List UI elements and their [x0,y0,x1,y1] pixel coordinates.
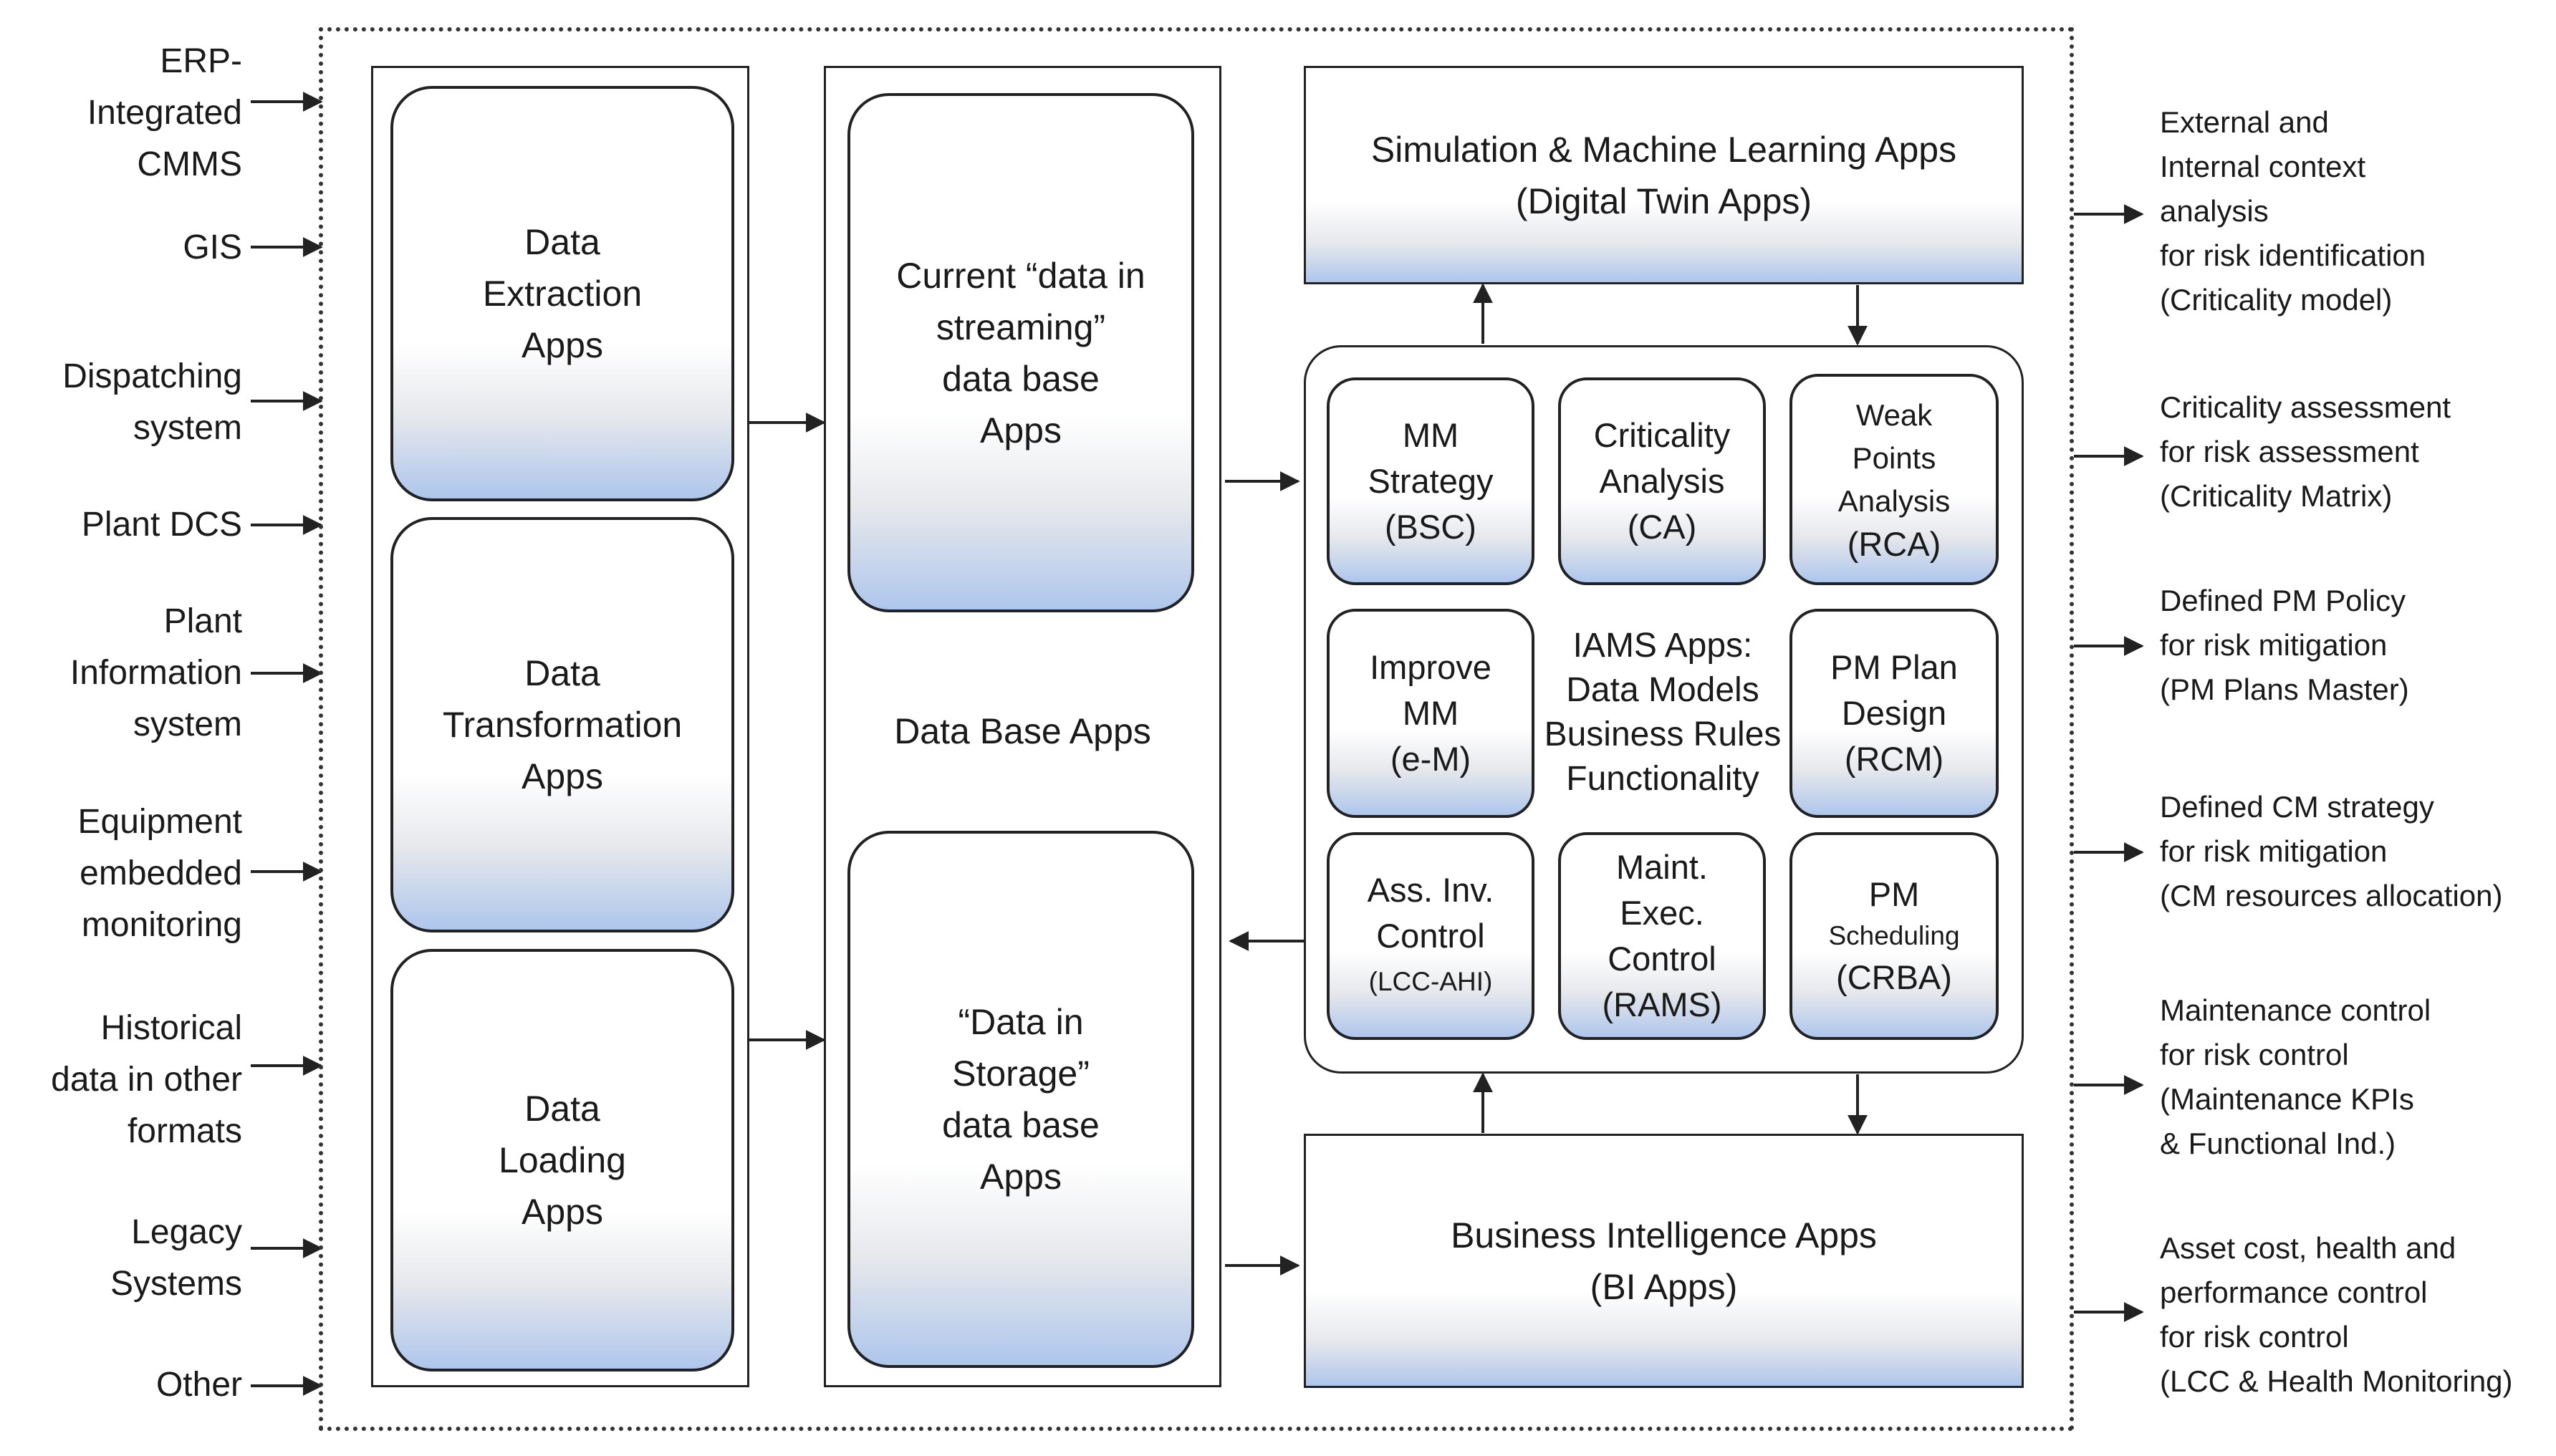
data-transformation-label: Data Transformation Apps [442,653,683,796]
input-historical-data: Historical data in other formats [51,1009,242,1150]
pm-plan-design-name: PM Plan Design [1830,648,1958,732]
module-improve-mm: Improve MM (e-M) [1327,609,1534,818]
pm-scheduling-sub: Scheduling [1828,921,1960,950]
maint-exec-name: Maint. Exec. Control [1608,848,1716,978]
asset-inventory-code: (LCC-AHI) [1368,967,1493,996]
bi-title: Business Intelligence Apps [1451,1215,1877,1255]
bi-subtitle: (BI Apps) [1590,1266,1738,1307]
data-transformation-apps: Data Transformation Apps [390,517,734,932]
output-risk-assessment: Criticality assessment for risk assessme… [2160,390,2451,513]
input-other: Other [155,1366,242,1404]
data-loading-apps: Data Loading Apps [390,949,734,1371]
asset-inventory-name: Ass. Inv. Control [1367,871,1494,955]
module-maintenance-execution-control: Maint. Exec. Control (RAMS) [1558,832,1766,1040]
input-dispatching-system: Dispatching system [62,357,242,447]
module-weak-points-analysis: Weak Points Analysis (RCA) [1789,374,1999,585]
criticality-analysis-name: Criticality Analysis [1593,416,1731,500]
output-risk-identification: External and Internal context analysis f… [2160,105,2426,317]
data-loading-label: Data Loading Apps [499,1089,626,1232]
simulation-title: Simulation & Machine Learning Apps [1370,129,1957,170]
module-mm-strategy: MM Strategy (BSC) [1327,377,1534,585]
mm-strategy-name: MM Strategy [1368,416,1494,500]
input-plant-dcs: Plant DCS [81,506,242,544]
database-apps-label: Data Base Apps [894,711,1151,751]
weak-points-name: Weak Points Analysis [1837,397,1951,518]
system-boundary-frame [319,27,2074,1431]
data-extraction-label: Data Extraction Apps [482,222,643,365]
output-asset-health-control: Asset cost, health and performance contr… [2160,1231,2513,1398]
input-plant-information-system: Plant Information system [69,602,242,743]
mm-strategy-code: (BSC) [1385,508,1476,546]
improve-mm-name: Improve MM [1370,648,1491,732]
module-criticality-analysis: Criticality Analysis (CA) [1558,377,1766,585]
simulation-ml-apps: Simulation & Machine Learning Apps (Digi… [1304,66,2024,284]
input-equipment-monitoring: Equipment embedded monitoring [77,803,242,944]
maint-exec-code: (RAMS) [1602,985,1722,1023]
output-pm-policy: Defined PM Policy for risk mitigation (P… [2160,584,2409,706]
input-gis: GIS [183,228,242,266]
input-legacy-systems: Legacy Systems [110,1213,242,1303]
input-erp-cmms: ERP- Integrated CMMS [87,42,242,183]
pm-plan-design-code: (RCM) [1844,740,1944,778]
streaming-database-label: Current “data in streaming” data base Ap… [896,255,1145,450]
improve-mm-code: (e-M) [1390,740,1471,778]
module-asset-inventory-control: Ass. Inv. Control (LCC-AHI) [1327,832,1534,1040]
output-maintenance-control: Maintenance control for risk control (Ma… [2160,993,2431,1160]
iams-apps-description: IAMS Apps: Data Models Business Rules Fu… [1544,627,1782,798]
module-pm-plan-design: PM Plan Design (RCM) [1789,609,1999,818]
simulation-subtitle: (Digital Twin Apps) [1515,180,1812,221]
storage-database-label: “Data in Storage” data base Apps [942,1002,1100,1197]
storage-database-apps: “Data in Storage” data base Apps [847,831,1194,1368]
criticality-analysis-code: (CA) [1627,508,1697,546]
module-pm-scheduling: PM Scheduling (CRBA) [1789,832,1999,1040]
pm-scheduling-name: PM [1868,875,1920,913]
data-extraction-apps: Data Extraction Apps [390,86,734,501]
pm-scheduling-code: (CRBA) [1836,958,1952,996]
business-intelligence-apps: Business Intelligence Apps (BI Apps) [1304,1134,2024,1388]
streaming-database-apps: Current “data in streaming” data base Ap… [847,93,1194,612]
output-cm-strategy: Defined CM strategy for risk mitigation … [2160,790,2503,912]
weak-points-code: (RCA) [1847,524,1941,563]
